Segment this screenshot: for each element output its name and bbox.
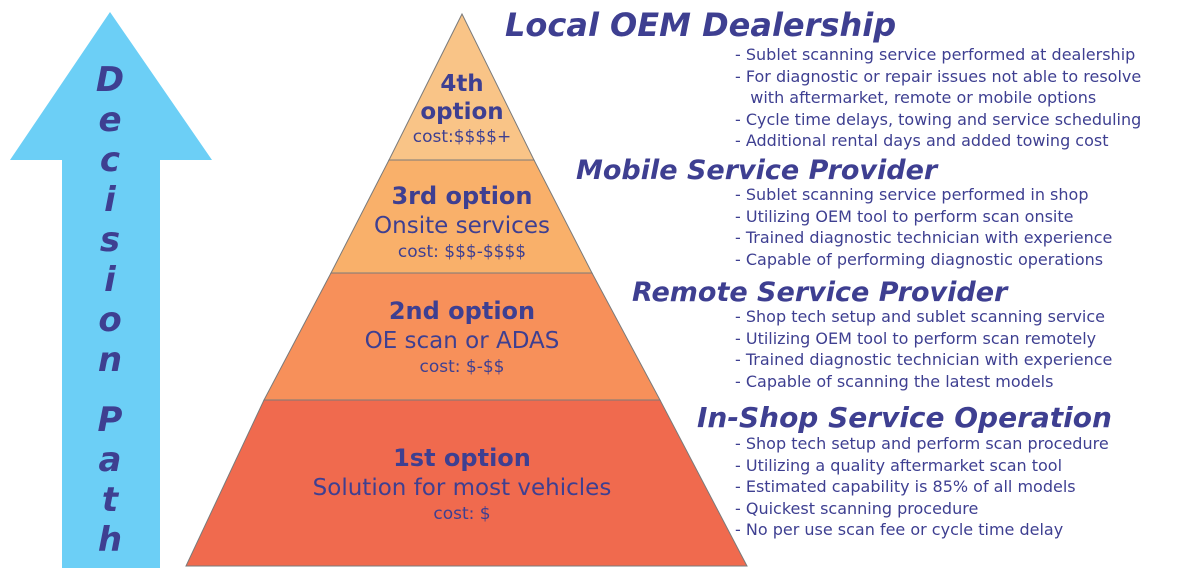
decision-path-label: D e c i s i o n P a t h <box>60 60 160 560</box>
tier-4-text: 4th option cost:$$$$+ <box>262 70 662 148</box>
bullet: - Cycle time delays, towing and service … <box>735 109 1142 129</box>
tier-1-line1: 1st option <box>393 444 531 472</box>
tier-1-text: 1st option Solution for most vehicles co… <box>262 443 662 525</box>
decision-letter: s <box>99 220 121 260</box>
pyramid-tier-1 <box>185 399 748 567</box>
section-title-remote: Remote Service Provider <box>632 277 1008 308</box>
tier-3-line2: Onsite services <box>374 213 550 239</box>
tier-3-cost: cost: $$$-$$$$ <box>397 242 527 262</box>
section-bullets-mobile: - Sublet scanning service performed in s… <box>735 184 1112 270</box>
tier-2-cost: cost: $-$$ <box>419 357 505 377</box>
path-letter: t <box>101 480 119 520</box>
section-bullets-dealership: - Sublet scanning service performed at d… <box>735 44 1141 152</box>
decision-letter: D <box>95 60 125 100</box>
path-letter: a <box>98 440 122 480</box>
bullet: - Utilizing a quality aftermarket scan t… <box>735 455 1063 475</box>
decision-letter: e <box>98 100 122 140</box>
tier-3-line1: 3rd option <box>391 182 533 210</box>
bullet: - Shop tech setup and perform scan proce… <box>735 434 1109 453</box>
tier-2-text: 2nd option OE scan or ADAS cost: $-$$ <box>262 296 662 378</box>
decision-letter: o <box>98 300 122 340</box>
section-bullets-inshop: - Shop tech setup and perform scan proce… <box>735 433 1109 541</box>
tier-1-cost: cost: $ <box>433 504 491 524</box>
bullet: - Quickest scanning procedure <box>735 498 979 518</box>
tier-1-line2: Solution for most vehicles <box>312 475 612 501</box>
bullet: - Trained diagnostic technician with exp… <box>735 350 1113 369</box>
section-title-dealership: Local OEM Dealership <box>505 6 897 44</box>
bullet: with aftermarket, remote or mobile optio… <box>735 88 1097 107</box>
tier-4-line1: 4th <box>440 71 484 97</box>
tier-4-line2: option <box>420 99 504 125</box>
decision-letter: n <box>97 340 123 380</box>
bullet: - Trained diagnostic technician with exp… <box>735 228 1113 247</box>
bullet: - Utilizing OEM tool to perform scan ons… <box>735 206 1074 226</box>
path-letter: P <box>97 400 123 440</box>
bullet: - Additional rental days and added towin… <box>735 131 1109 150</box>
path-letter: h <box>97 520 123 560</box>
tier-2-line2: OE scan or ADAS <box>364 328 560 354</box>
bullet: - Utilizing OEM tool to perform scan rem… <box>735 328 1097 348</box>
section-title-mobile: Mobile Service Provider <box>576 155 938 186</box>
bullet: - Sublet scanning service performed at d… <box>735 45 1136 64</box>
decision-letter: i <box>104 180 116 220</box>
tier-2-line1: 2nd option <box>388 297 536 325</box>
bullet: - For diagnostic or repair issues not ab… <box>735 66 1142 86</box>
bullet: - Sublet scanning service performed in s… <box>735 185 1089 204</box>
bullet: - Capable of scanning the latest models <box>735 371 1054 391</box>
bullet: - Shop tech setup and sublet scanning se… <box>735 307 1105 326</box>
decision-arrow <box>10 12 212 568</box>
decision-letter: i <box>104 260 116 300</box>
section-bullets-remote: - Shop tech setup and sublet scanning se… <box>735 306 1112 392</box>
section-title-inshop: In-Shop Service Operation <box>697 401 1112 434</box>
bullet: - No per use scan fee or cycle time dela… <box>735 520 1064 539</box>
tier-3-text: 3rd option Onsite services cost: $$$-$$$… <box>262 181 662 263</box>
decision-letter: c <box>99 140 121 180</box>
bullet: - Capable of performing diagnostic opera… <box>735 249 1104 269</box>
bullet: - Estimated capability is 85% of all mod… <box>735 477 1076 496</box>
tier-4-cost: cost:$$$$+ <box>412 127 512 147</box>
